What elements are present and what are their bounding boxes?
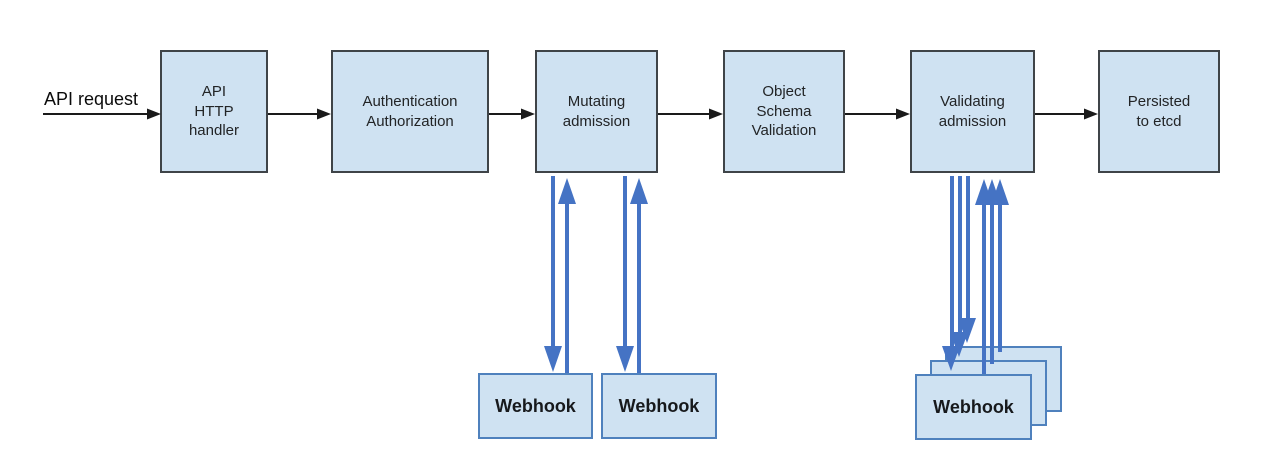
mutating-webhook-box-2-label: Webhook xyxy=(618,395,700,416)
flow-arrow-request-to-handler xyxy=(43,108,161,120)
validating-webhook-up-arrow-3 xyxy=(991,179,1009,352)
mutating-webhook-box-1-label: Webhook xyxy=(495,395,576,416)
stage-authentication-authorization: Authentication Authorization xyxy=(331,50,489,173)
validating-webhook-up-arrow-1 xyxy=(975,179,993,374)
stage-object-schema-validation-label: Object Schema Validation xyxy=(751,83,817,140)
stage-persisted-to-etcd-label: Persisted to etcd xyxy=(1127,93,1191,130)
validating-webhook-up-arrow-2 xyxy=(983,179,1001,364)
mutating-webhook-box-1: Webhook xyxy=(478,373,593,439)
stage-persisted-to-etcd: Persisted to etcd xyxy=(1098,50,1220,173)
flow-arrow-auth-to-mutating xyxy=(489,108,535,120)
flow-arrow-handler-to-auth xyxy=(268,108,331,120)
stage-object-schema-validation: Object Schema Validation xyxy=(723,50,845,173)
mutating-webhook2-up-arrow xyxy=(630,178,648,373)
flow-arrow-schema-to-validating xyxy=(845,108,910,120)
flow-arrow-mutating-to-schema xyxy=(658,108,723,120)
mutating-webhook2-down-arrow xyxy=(616,176,634,372)
flow-arrow-validating-to-etcd xyxy=(1035,108,1098,120)
validating-webhook-box-front: Webhook xyxy=(915,374,1032,440)
stage-mutating-admission: Mutating admission xyxy=(535,50,658,173)
stage-api-http-handler-label: API HTTP handler xyxy=(188,83,240,140)
stage-mutating-admission-label: Mutating admission xyxy=(562,93,631,130)
stage-api-http-handler: API HTTP handler xyxy=(160,50,268,173)
stage-validating-admission-label: Validating admission xyxy=(938,93,1007,130)
validating-webhook-box-front-label: Webhook xyxy=(933,396,1014,417)
mutating-webhook1-up-arrow xyxy=(558,178,576,373)
stage-validating-admission: Validating admission xyxy=(910,50,1035,173)
api-request-label: API request xyxy=(44,89,139,109)
mutating-webhook1-down-arrow xyxy=(544,176,562,372)
mutating-webhook-box-2: Webhook xyxy=(601,373,717,439)
validating-webhook-down-arrow-2 xyxy=(950,176,968,357)
validating-webhook-down-arrow-1 xyxy=(942,176,960,371)
stage-authentication-authorization-label: Authentication Authorization xyxy=(362,93,458,130)
validating-webhook-down-arrow-3 xyxy=(958,176,976,343)
